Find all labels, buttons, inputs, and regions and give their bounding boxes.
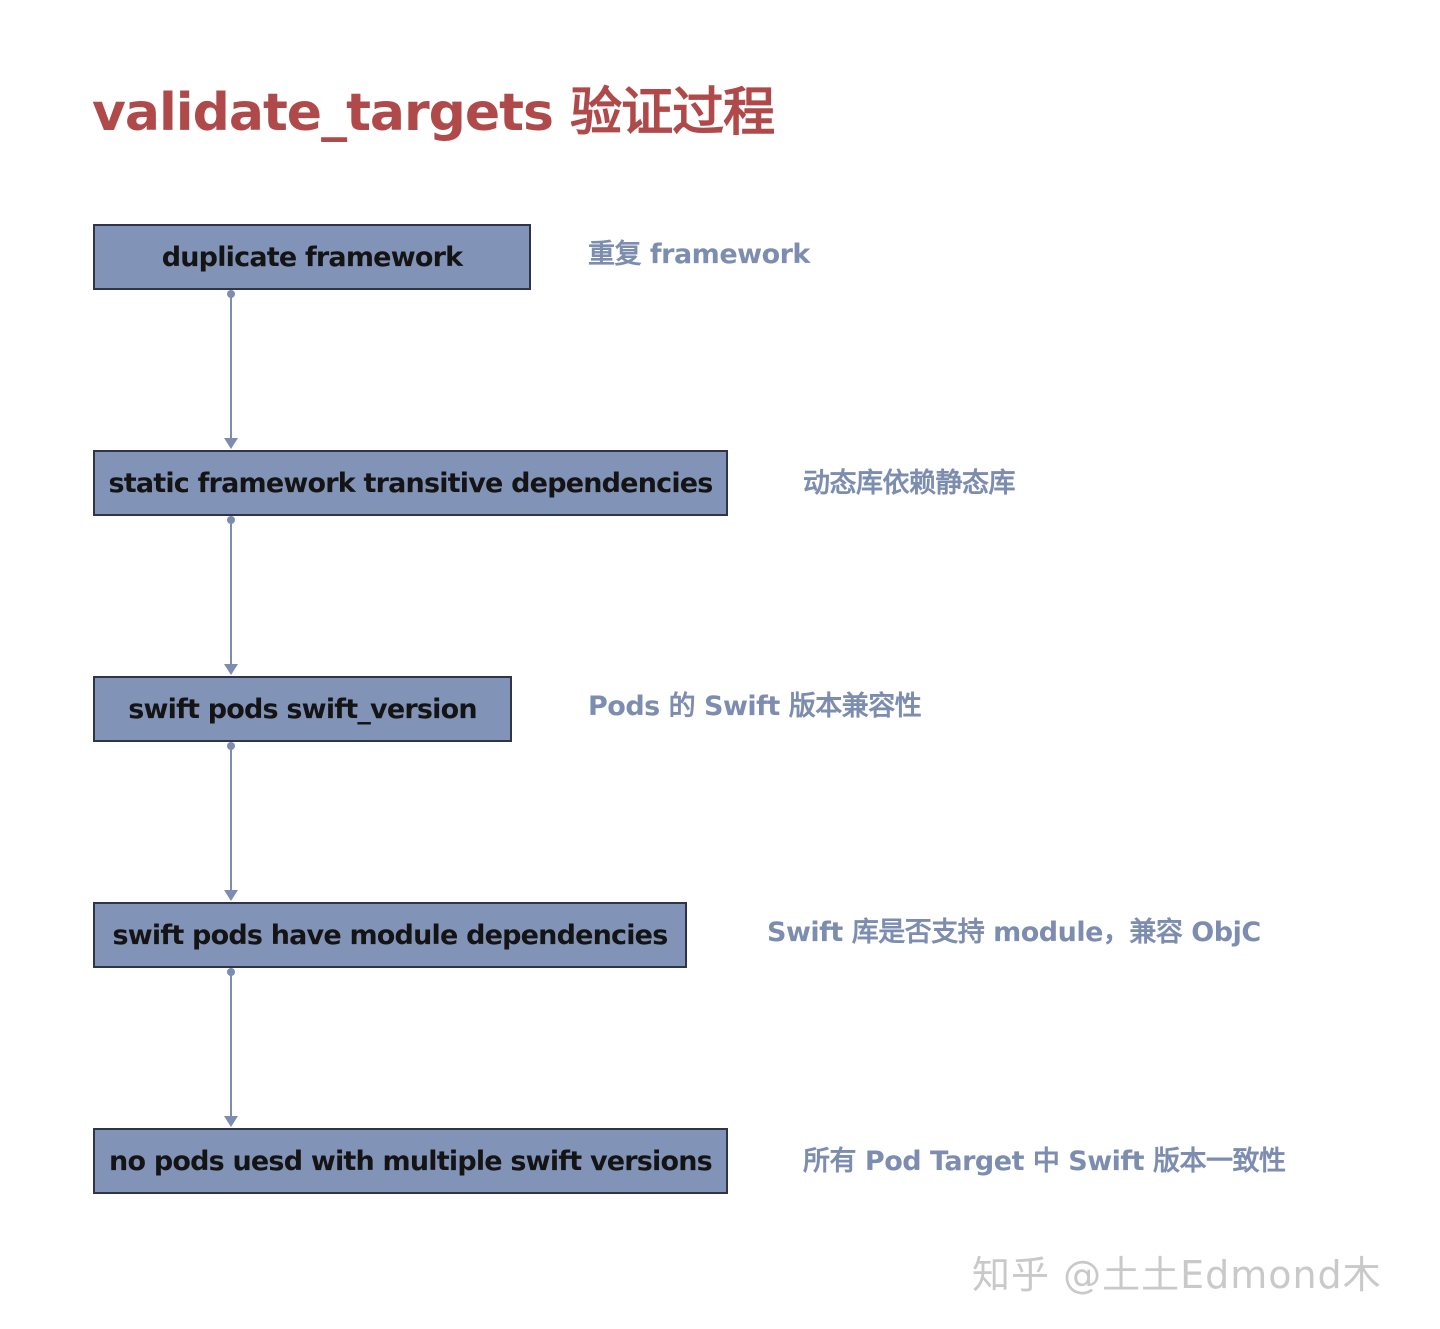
step-box-swift-pods-swift-version: swift pods swift_version (93, 676, 512, 742)
connector-3-4 (224, 742, 238, 901)
diagram-title: validate_targets 验证过程 (92, 83, 775, 143)
connector-arrowhead (224, 890, 238, 901)
step-note-swift-pods-swift-version: Pods 的 Swift 版本兼容性 (588, 691, 922, 722)
step-note-static-framework-transitive-dependencies: 动态库依赖静态库 (803, 468, 1016, 499)
step-note-no-pods-multiple-swift-versions: 所有 Pod Target 中 Swift 版本一致性 (803, 1146, 1286, 1177)
step-box-duplicate-framework: duplicate framework (93, 224, 531, 290)
connector-1-2 (224, 290, 238, 449)
watermark-text: 知乎 @土土Edmond木 (972, 1253, 1382, 1297)
connector-arrowhead (224, 664, 238, 675)
step-label: duplicate framework (161, 241, 463, 273)
connector-dot (227, 290, 235, 298)
step-label: no pods uesd with multiple swift version… (109, 1145, 713, 1177)
connector-arrowhead (224, 1116, 238, 1127)
step-label: swift pods have module dependencies (112, 919, 669, 951)
step-note-duplicate-framework: 重复 framework (588, 239, 810, 270)
step-label: swift pods swift_version (128, 693, 477, 725)
step-box-swift-pods-have-module-dependencies: swift pods have module dependencies (93, 902, 687, 968)
connector-dot (227, 516, 235, 524)
step-label: static framework transitive dependencies (108, 467, 713, 499)
connector-dot (227, 742, 235, 750)
connector-dot (227, 968, 235, 976)
connector-arrowhead (224, 438, 238, 449)
step-note-swift-pods-have-module-dependencies: Swift 库是否支持 module，兼容 ObjC (767, 917, 1261, 948)
connector-2-3 (224, 516, 238, 675)
step-box-static-framework-transitive-dependencies: static framework transitive dependencies (93, 450, 728, 516)
connector-4-5 (224, 968, 238, 1127)
step-box-no-pods-multiple-swift-versions: no pods uesd with multiple swift version… (93, 1128, 728, 1194)
